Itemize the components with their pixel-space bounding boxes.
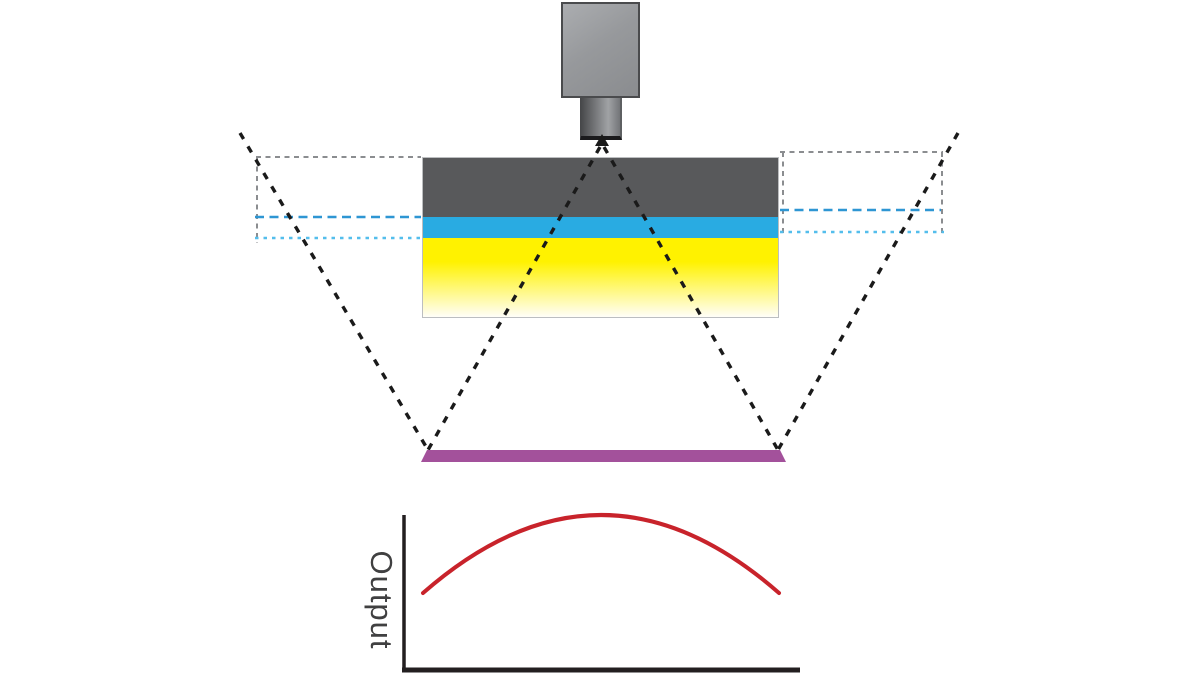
target-bar — [421, 450, 786, 462]
camera-body — [561, 2, 640, 98]
dark-gray-layer — [423, 158, 778, 217]
outer-projection-line-left — [238, 132, 430, 451]
output-curve — [421, 513, 781, 595]
blue-filter-layer — [423, 217, 778, 238]
outer-projection-line-right — [776, 132, 960, 451]
output-axis-label: Output — [364, 550, 399, 650]
camera-lens — [580, 98, 622, 140]
yellow-light-layer — [423, 238, 778, 317]
layered-block — [422, 157, 779, 318]
